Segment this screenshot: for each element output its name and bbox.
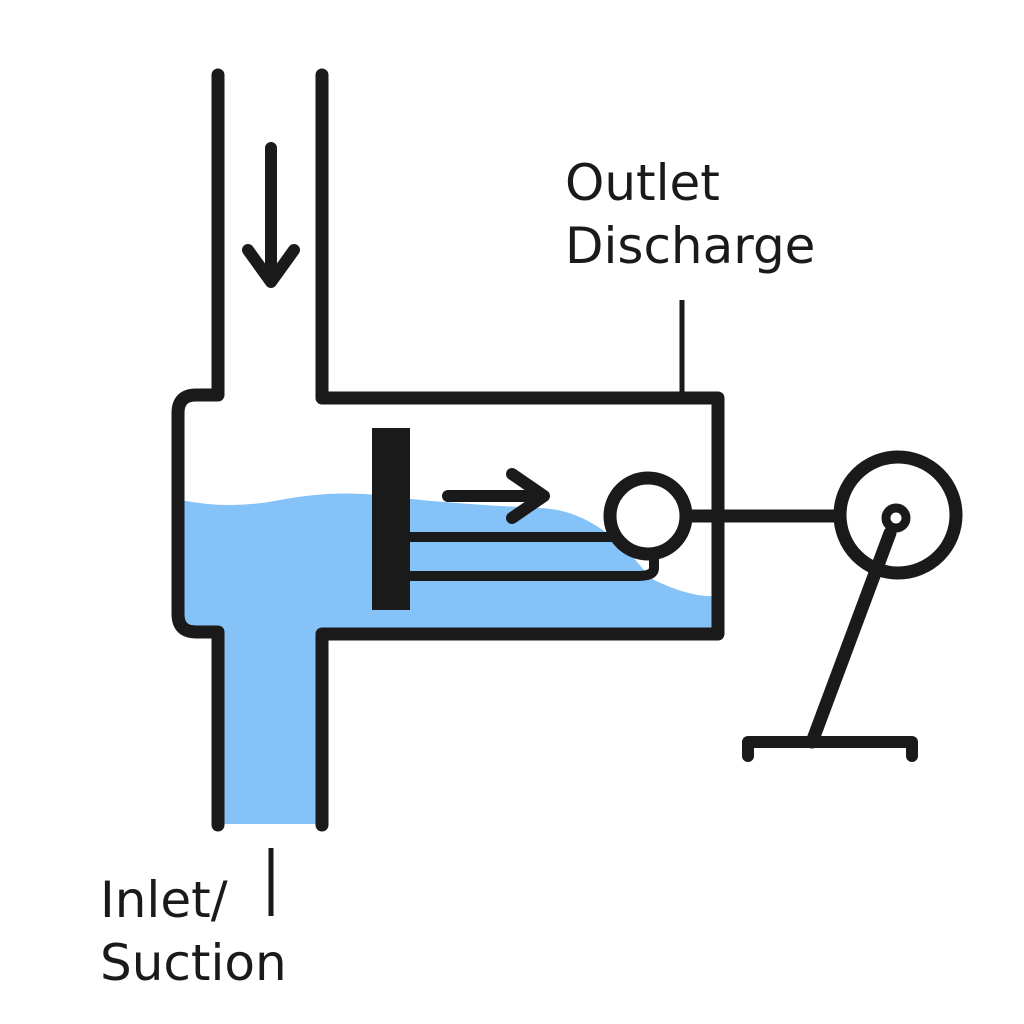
- piston-head: [372, 428, 410, 610]
- inlet-flow-arrow: [242, 142, 300, 288]
- crank-base: [742, 736, 918, 762]
- chamber-flow-arrow: [442, 468, 550, 524]
- inlet-label-line2: Suction: [100, 934, 287, 992]
- outlet-label-line2: Discharge: [565, 217, 815, 275]
- inlet-label-line1: Inlet/: [100, 871, 228, 929]
- inlet-pipe-water: [222, 632, 318, 824]
- crank-arm: [805, 526, 897, 749]
- crank-hub: [881, 503, 911, 533]
- chamber-water: [181, 493, 716, 632]
- outlet-label-line1: Outlet: [565, 154, 720, 212]
- crosshead-pin: [603, 471, 693, 561]
